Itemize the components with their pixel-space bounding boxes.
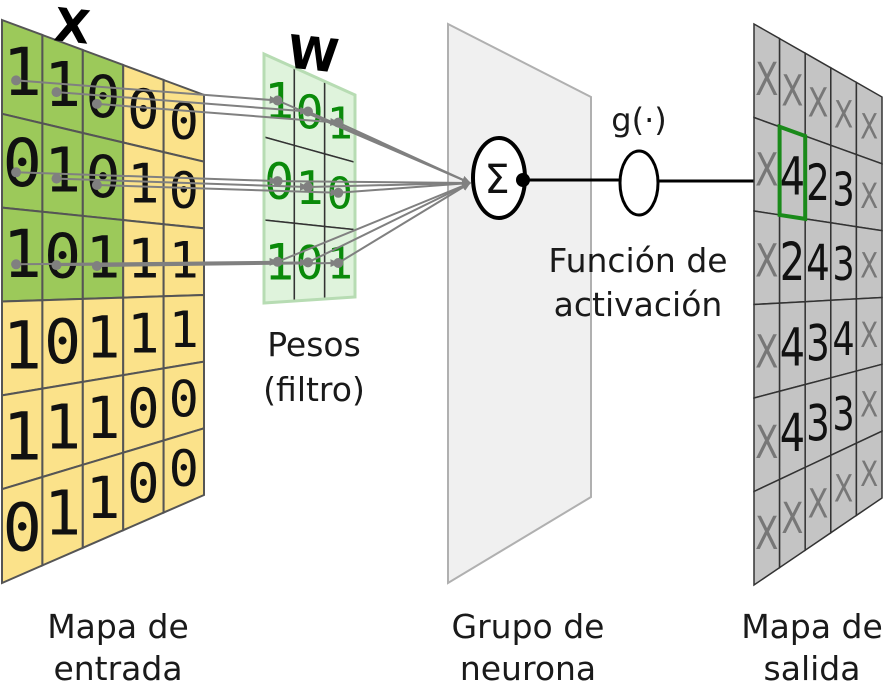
output-padding-mark: X [860,246,878,287]
input-cell-value: 1 [2,217,42,293]
input-cell-value: 1 [2,399,42,475]
output-cell-value: 4 [833,312,855,366]
weight-to-neuron-arrow [307,182,471,264]
output-padding-mark: X [755,54,778,106]
input-caption-line2: entrada [53,649,182,682]
output-caption-line2: salida [764,649,861,682]
input-cell-value: 1 [2,35,42,111]
input-cell-value: 0 [44,306,81,378]
output-cell-value: 2 [806,155,830,213]
output-padding-mark: X [860,176,878,217]
output-padding-mark: X [860,315,878,356]
input-caption-line1: Mapa de [47,607,189,646]
input-cell-value: 1 [169,301,199,359]
input-cell-value: 1 [127,227,159,290]
weights-caption-line2: (filtro) [263,370,365,409]
input-cell-value: 0 [169,440,199,498]
input-cell-value: 1 [2,308,42,384]
input-cell-value: 1 [127,302,159,365]
input-cell-value: 1 [44,477,81,549]
output-padding-mark: X [755,508,778,560]
output-cell-value: 4 [806,235,830,293]
input-cell-value: 0 [86,143,121,211]
output-padding-mark: X [755,236,778,288]
output-highlight-cell [777,123,808,222]
input-cell-value: 1 [127,153,159,216]
weights-border [262,51,357,305]
output-padding-mark: X [781,494,803,544]
input-to-weight-arrow [16,79,279,104]
weights-caption-line1: Pesos [267,325,361,364]
input-cell [162,426,205,515]
input-to-weight-arrow [56,91,309,115]
input-cell-value: 0 [169,162,199,220]
output-cell-value: 3 [833,162,855,216]
input-cell-value: 1 [44,135,81,207]
activation-node [618,149,660,217]
neuron-caption-line2: neurona [460,649,596,682]
output-padding-mark: X [755,327,778,379]
weight-to-neuron-arrow [277,178,471,187]
output-cell-value: 2 [780,233,805,294]
output-padding-mark: X [834,467,853,511]
output-padding-mark: X [860,454,878,495]
output-padding-mark: X [808,481,829,527]
output-cell-value: 4 [780,318,805,379]
input-cell-value: 1 [44,392,81,464]
input-to-weight-arrow [96,102,340,126]
output-padding-mark: X [860,108,878,148]
input-cell-value: 0 [127,452,159,515]
output-padding-mark: X [860,385,878,426]
output-cell [855,429,883,517]
sum-icon: Σ [484,157,509,203]
weight-to-neuron-arrow [338,179,471,194]
input-to-weight-arrow [56,177,309,191]
connection-arrows [11,75,471,271]
input-cell-value: 0 [2,126,42,202]
weights-letter: W [285,25,341,84]
input-cell-value: 0 [127,377,159,440]
output-cell-value: 3 [833,387,855,441]
input-map-letter: X [52,0,93,55]
input-cell-value: 1 [86,223,121,291]
input-cell-value: 1 [86,464,121,532]
output-cell-value: 3 [806,395,830,453]
activation-caption-line1: Función de [548,241,727,280]
input-to-weight-arrow [96,259,340,268]
weight-to-neuron-arrow [307,179,471,188]
input-cell-value: 1 [169,232,199,290]
input-to-weight-arrow [96,184,340,197]
output-padding-mark: X [781,66,803,116]
input-cell-value: 0 [2,491,42,567]
output-padding-mark: X [755,417,778,469]
weight-to-neuron-arrow [277,182,471,263]
input-cell-value: 1 [86,384,121,452]
activation-caption-line2: activación [554,285,723,324]
input-cell-value: 1 [86,304,121,372]
neuron-caption-line1: Grupo de [452,607,605,646]
output-caption-line1: Mapa de [741,607,883,646]
output-padding-mark: X [834,92,853,136]
output-cell-value: 4 [780,147,805,208]
output-cell-value: 3 [806,315,830,373]
activation-label: g(·) [611,101,666,139]
output-padding-mark: X [808,80,829,126]
input-cell-value: 0 [169,370,199,428]
output-cell-value: 4 [780,404,805,465]
weight-to-neuron-arrow [337,182,471,264]
weight-to-neuron-arrow [337,121,471,184]
input-to-weight-arrow [16,171,279,185]
output-cell-value: 3 [833,237,855,291]
output-padding-mark: X [755,145,778,197]
input-cell-value: 0 [44,220,81,292]
